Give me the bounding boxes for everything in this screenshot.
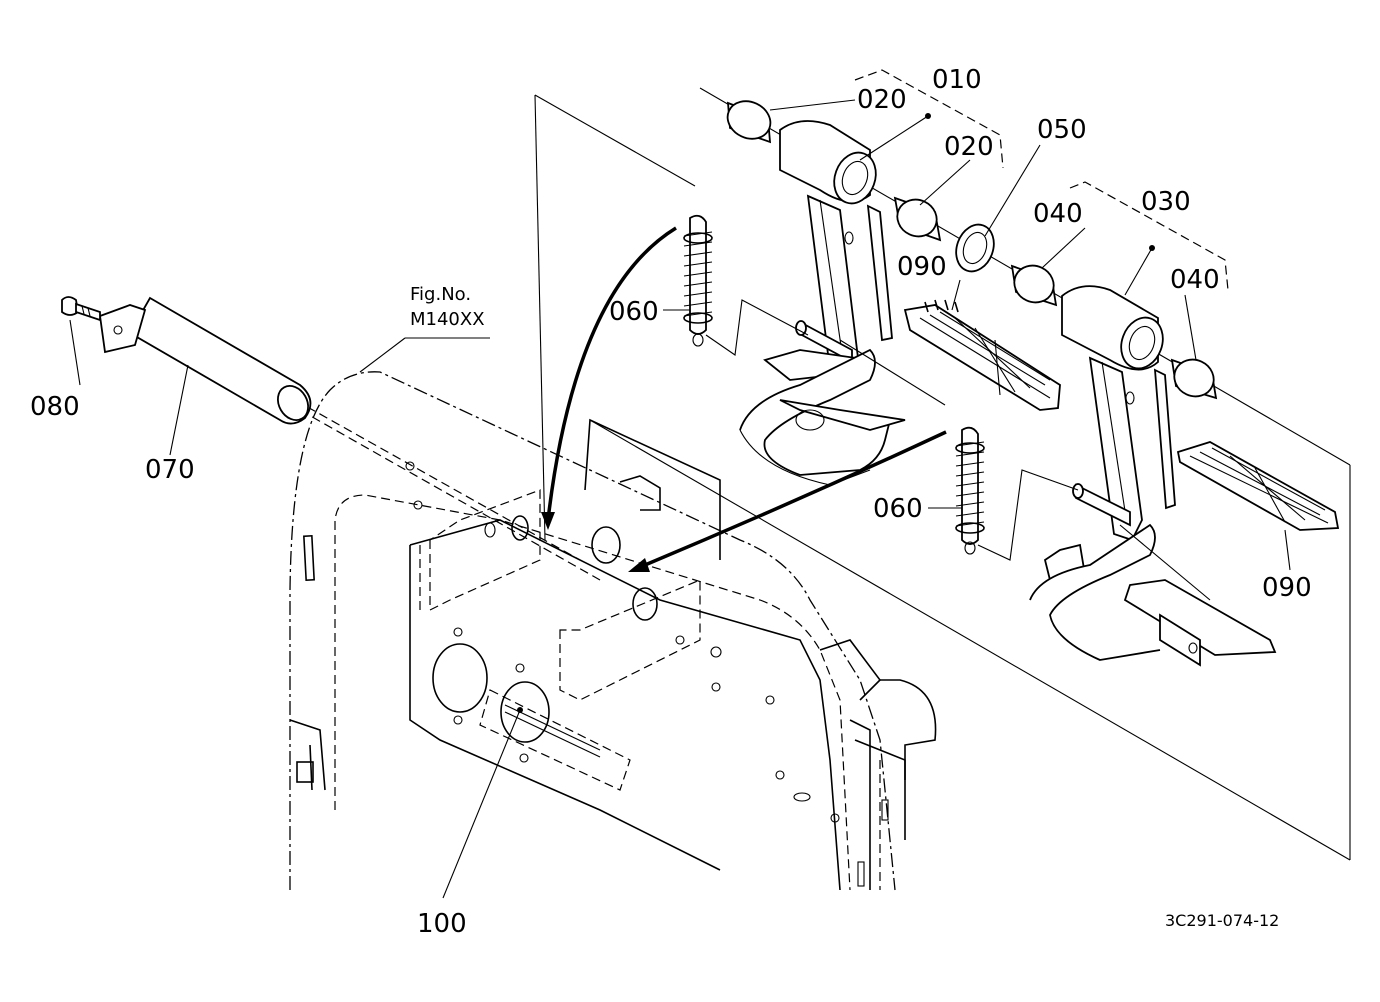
callout-030: 030 bbox=[1141, 187, 1191, 217]
install-arrows bbox=[541, 226, 947, 572]
spring-060-lower bbox=[955, 426, 985, 555]
callout-080: 080 bbox=[30, 392, 80, 422]
callout-090: 090 bbox=[1262, 573, 1312, 603]
callout-050: 050 bbox=[1037, 115, 1087, 145]
pedal-030 bbox=[1029, 285, 1340, 667]
callout-020: 020 bbox=[944, 132, 994, 162]
callout-040: 040 bbox=[1170, 265, 1220, 295]
bushing-040-left bbox=[1010, 264, 1058, 307]
figure-reference: Fig.No. M140XX bbox=[410, 284, 485, 330]
callout-060: 060 bbox=[873, 494, 923, 524]
fig-label: Fig.No. bbox=[410, 284, 471, 305]
leader-lines bbox=[69, 99, 1291, 899]
shaft-070 bbox=[99, 296, 312, 425]
fig-number: M140XX bbox=[410, 309, 485, 330]
pad-pattern-lower bbox=[1199, 447, 1326, 523]
bushing-020-right bbox=[893, 196, 942, 242]
bushing-040-right bbox=[1170, 358, 1218, 400]
callout-100: 100 bbox=[417, 909, 467, 939]
pedal-010 bbox=[726, 100, 1061, 486]
callout-020: 020 bbox=[857, 85, 907, 115]
bolt-080 bbox=[61, 296, 101, 322]
pad-pattern-upper bbox=[929, 311, 1051, 396]
callout-060: 060 bbox=[609, 297, 659, 327]
callout-010: 010 bbox=[932, 65, 982, 95]
assembly-brackets bbox=[854, 69, 1229, 291]
callout-040: 040 bbox=[1033, 199, 1083, 229]
spring-connectors bbox=[705, 299, 1211, 601]
drawing-code: 3C291-074-12 bbox=[1165, 911, 1279, 930]
callout-070: 070 bbox=[145, 455, 195, 485]
washer-050 bbox=[955, 223, 995, 273]
frame-panel bbox=[289, 371, 937, 891]
spring-060-upper bbox=[683, 214, 713, 347]
callout-labels: 020 010 020 050 040 030 090 040 060 060 … bbox=[30, 65, 1312, 939]
callout-090: 090 bbox=[897, 252, 947, 282]
